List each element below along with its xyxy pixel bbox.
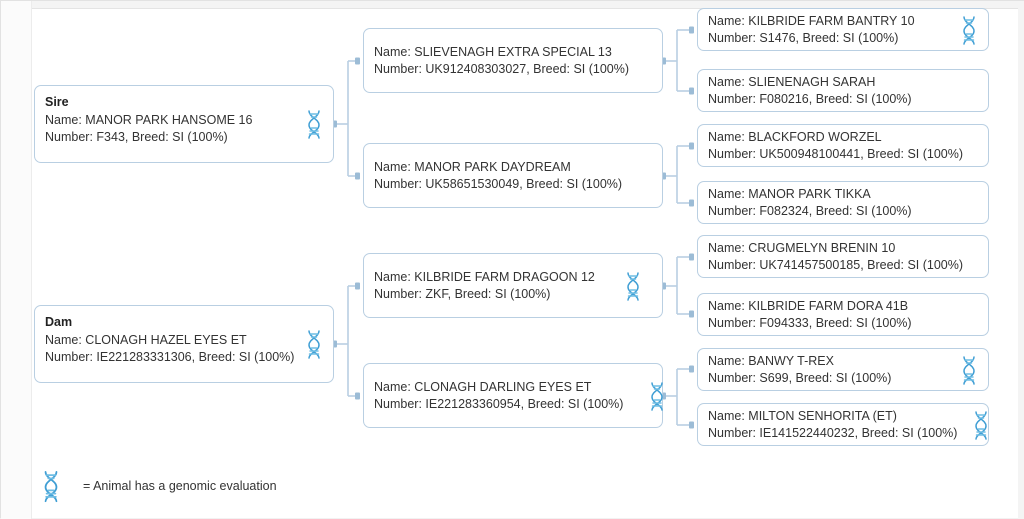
legend: = Animal has a genomic evaluation (39, 466, 277, 506)
node-number: Number: UK741457500185, Breed: SI (100%) (708, 257, 964, 272)
node-sire-number: Number: F343, Breed: SI (100%) (45, 130, 228, 144)
dna-icon (44, 470, 58, 503)
node-name: Name: CRUGMELYN BRENIN 10 (708, 240, 896, 255)
node-text: Name: SLIEVENAGH EXTRA SPECIAL 13 Number… (374, 44, 654, 78)
node-generation1-3[interactable]: Name: CLONAGH DARLING EYES ET Number: IE… (363, 363, 663, 428)
node-number: Number: UK912408303027, Breed: SI (100%) (374, 61, 630, 76)
node-text: Name: BLACKFORD WORZEL Number: UK5009481… (708, 129, 980, 163)
node-name: Name: KILBRIDE FARM BANTRY 10 (708, 13, 915, 28)
panel-left-edge (1, 1, 32, 519)
node-generation1-2[interactable]: Name: KILBRIDE FARM DRAGOON 12 Number: Z… (363, 253, 663, 318)
node-number: Number: UK58651530049, Breed: SI (100%) (374, 176, 623, 191)
node-sire-role: Sire (45, 95, 69, 109)
node-generation1-1[interactable]: Name: MANOR PARK DAYDREAM Number: UK5865… (363, 143, 663, 208)
node-name: Name: BANWY T-REX (708, 353, 834, 368)
node-sire-name: Name: MANOR PARK HANSOME 16 (45, 113, 253, 127)
node-dam-name: Name: CLONAGH HAZEL EYES ET (45, 333, 247, 347)
node-generation2-3[interactable]: Name: MANOR PARK TIKKA Number: F082324, … (697, 181, 989, 224)
node-number: Number: IE221283360954, Breed: SI (100%) (374, 396, 624, 411)
node-text: Name: MANOR PARK TIKKA Number: F082324, … (708, 186, 980, 220)
node-name: Name: SLIEVENAGH EXTRA SPECIAL 13 (374, 44, 612, 59)
node-name: Name: MILTON SENHORITA (ET) (708, 408, 897, 423)
node-number: Number: S699, Breed: SI (100%) (708, 370, 892, 385)
node-sire[interactable]: Sire Name: MANOR PARK HANSOME 16 Number:… (34, 85, 334, 163)
node-text: Name: KILBRIDE FARM DORA 41B Number: F09… (708, 298, 980, 332)
node-name: Name: MANOR PARK TIKKA (708, 186, 871, 201)
node-dam-number: Number: IE221283331306, Breed: SI (100%) (45, 350, 295, 364)
node-number: Number: UK500948100441, Breed: SI (100%) (708, 146, 964, 161)
node-generation2-0[interactable]: Name: KILBRIDE FARM BANTRY 10 Number: S1… (697, 8, 989, 51)
node-generation2-2[interactable]: Name: BLACKFORD WORZEL Number: UK5009481… (697, 124, 989, 167)
node-number: Number: F082324, Breed: SI (100%) (708, 203, 912, 218)
node-name: Name: KILBRIDE FARM DORA 41B (708, 298, 909, 313)
node-text: Name: SLIENENAGH SARAH Number: F080216, … (708, 74, 980, 108)
panel-top-edge (1, 1, 1024, 9)
node-sire-text: Sire Name: MANOR PARK HANSOME 16 Number:… (45, 94, 325, 146)
legend-dna-icon-wrap (39, 469, 63, 503)
node-name: Name: CLONAGH DARLING EYES ET (374, 379, 592, 394)
node-name: Name: BLACKFORD WORZEL (708, 129, 882, 144)
node-generation2-6[interactable]: Name: BANWY T-REX Number: S699, Breed: S… (697, 348, 989, 391)
node-generation2-4[interactable]: Name: CRUGMELYN BRENIN 10 Number: UK7414… (697, 235, 989, 278)
node-dam-role: Dam (45, 315, 73, 329)
panel-right-edge (1018, 1, 1024, 519)
node-generation2-1[interactable]: Name: SLIENENAGH SARAH Number: F080216, … (697, 69, 989, 112)
node-dam[interactable]: Dam Name: CLONAGH HAZEL EYES ET Number: … (34, 305, 334, 383)
node-number: Number: F080216, Breed: SI (100%) (708, 91, 912, 106)
node-number: Number: F094333, Breed: SI (100%) (708, 315, 912, 330)
node-generation1-0[interactable]: Name: SLIEVENAGH EXTRA SPECIAL 13 Number… (363, 28, 663, 93)
node-text: Name: BANWY T-REX Number: S699, Breed: S… (708, 353, 980, 387)
node-text: Name: MILTON SENHORITA (ET) Number: IE14… (708, 408, 980, 442)
node-number: Number: S1476, Breed: SI (100%) (708, 30, 899, 45)
node-dam-text: Dam Name: CLONAGH HAZEL EYES ET Number: … (45, 314, 325, 366)
node-name: Name: KILBRIDE FARM DRAGOON 12 (374, 269, 595, 284)
node-text: Name: MANOR PARK DAYDREAM Number: UK5865… (374, 159, 654, 193)
node-number: Number: ZKF, Breed: SI (100%) (374, 286, 551, 301)
node-number: Number: IE141522440232, Breed: SI (100%) (708, 425, 958, 440)
node-generation2-5[interactable]: Name: KILBRIDE FARM DORA 41B Number: F09… (697, 293, 989, 336)
node-generation2-7[interactable]: Name: MILTON SENHORITA (ET) Number: IE14… (697, 403, 989, 446)
node-name: Name: SLIENENAGH SARAH (708, 74, 876, 89)
node-text: Name: CLONAGH DARLING EYES ET Number: IE… (374, 379, 654, 413)
node-name: Name: MANOR PARK DAYDREAM (374, 159, 571, 174)
node-text: Name: CRUGMELYN BRENIN 10 Number: UK7414… (708, 240, 980, 274)
legend-label: = Animal has a genomic evaluation (83, 479, 277, 493)
node-text: Name: KILBRIDE FARM DRAGOON 12 Number: Z… (374, 269, 654, 303)
node-text: Name: KILBRIDE FARM BANTRY 10 Number: S1… (708, 13, 980, 47)
